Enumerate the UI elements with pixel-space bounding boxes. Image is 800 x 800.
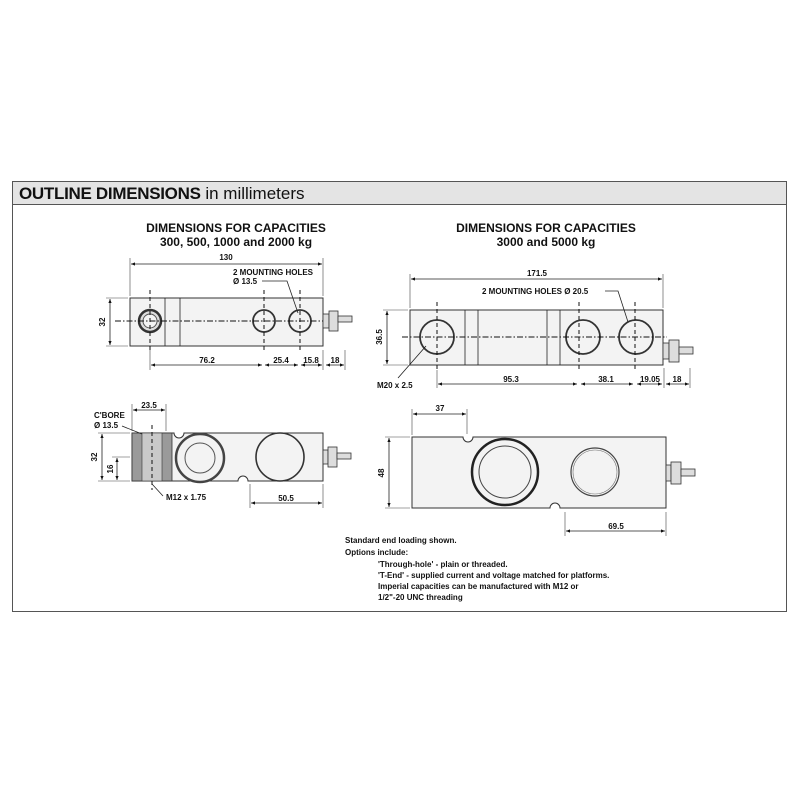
left-dim-3: 15.8 <box>303 356 319 365</box>
note-line-2: Options include: <box>345 548 408 557</box>
left-side-half-dim: 16 <box>106 464 115 473</box>
right-side-offset-dim: 69.5 <box>608 522 624 531</box>
notes: Standard end loading shown. Options incl… <box>345 536 609 602</box>
left-length-dim: 130 <box>219 253 233 262</box>
note-line-1: Standard end loading shown. <box>345 536 457 545</box>
right-top-view: 171.5 2 MOUNTING HOLES Ø 20.5 36.5 M20 x… <box>375 269 694 390</box>
left-side-height-dim: 32 <box>90 452 99 461</box>
left-top-view: 130 2 MOUNTING HOLES Ø 13.5 32 76.2 25.4… <box>98 253 353 370</box>
note-line-3: 'Through-hole' - plain or threaded. <box>378 560 508 569</box>
left-thread-label: M12 x 1.75 <box>166 493 207 502</box>
right-side-height-dim: 48 <box>377 468 386 477</box>
right-heading-line2: 3000 and 5000 kg <box>497 235 596 249</box>
cable-gland <box>662 339 694 363</box>
cbore-label-1: C'BORE <box>94 411 125 420</box>
right-thread-label: M20 x 2.5 <box>377 381 413 390</box>
left-dim-2: 25.4 <box>273 356 289 365</box>
left-dim-1: 76.2 <box>199 356 215 365</box>
left-dim-4: 18 <box>331 356 340 365</box>
header-subtitle: in millimeters <box>200 184 305 203</box>
right-dim-2: 38.1 <box>598 375 614 384</box>
note-line-6: 1/2"-20 UNC threading <box>378 593 463 602</box>
cable-gland <box>322 446 352 468</box>
note-line-5: Imperial capacities can be manufactured … <box>378 582 579 591</box>
cbore-label-2: Ø 13.5 <box>94 421 119 430</box>
right-length-dim: 171.5 <box>527 269 548 278</box>
right-holes-label: 2 MOUNTING HOLES Ø 20.5 <box>482 287 589 296</box>
left-holes-label-2: Ø 13.5 <box>233 277 258 286</box>
cable-gland <box>322 310 353 332</box>
left-side-offset-dim: 50.5 <box>278 494 294 503</box>
outline-dimensions-panel: OUTLINE DIMENSIONS in millimeters <box>12 181 787 612</box>
left-heading-line1: DIMENSIONS FOR CAPACITIES <box>146 221 326 235</box>
left-side-view: 23.5 C'BORE Ø 13.5 32 16 M12 x 1.75 50.5 <box>90 401 352 508</box>
right-side-width-dim: 37 <box>436 404 445 413</box>
right-side-view: 37 48 69.5 <box>377 404 696 536</box>
right-dim-3: 19.05 <box>640 375 661 384</box>
left-height-dim: 32 <box>98 317 107 326</box>
right-height-dim: 36.5 <box>375 329 384 345</box>
right-dim-4: 18 <box>673 375 682 384</box>
left-holes-label-1: 2 MOUNTING HOLES <box>233 268 314 277</box>
left-side-width-dim: 23.5 <box>141 401 157 410</box>
cable-gland <box>665 461 696 485</box>
panel-header: OUTLINE DIMENSIONS in millimeters <box>13 182 786 205</box>
right-dim-1: 95.3 <box>503 375 519 384</box>
left-heading-line2: 300, 500, 1000 and 2000 kg <box>160 235 312 249</box>
note-line-4: 'T-End' - supplied current and voltage m… <box>378 571 609 580</box>
header-title: OUTLINE DIMENSIONS <box>19 184 201 203</box>
right-heading-line1: DIMENSIONS FOR CAPACITIES <box>456 221 636 235</box>
